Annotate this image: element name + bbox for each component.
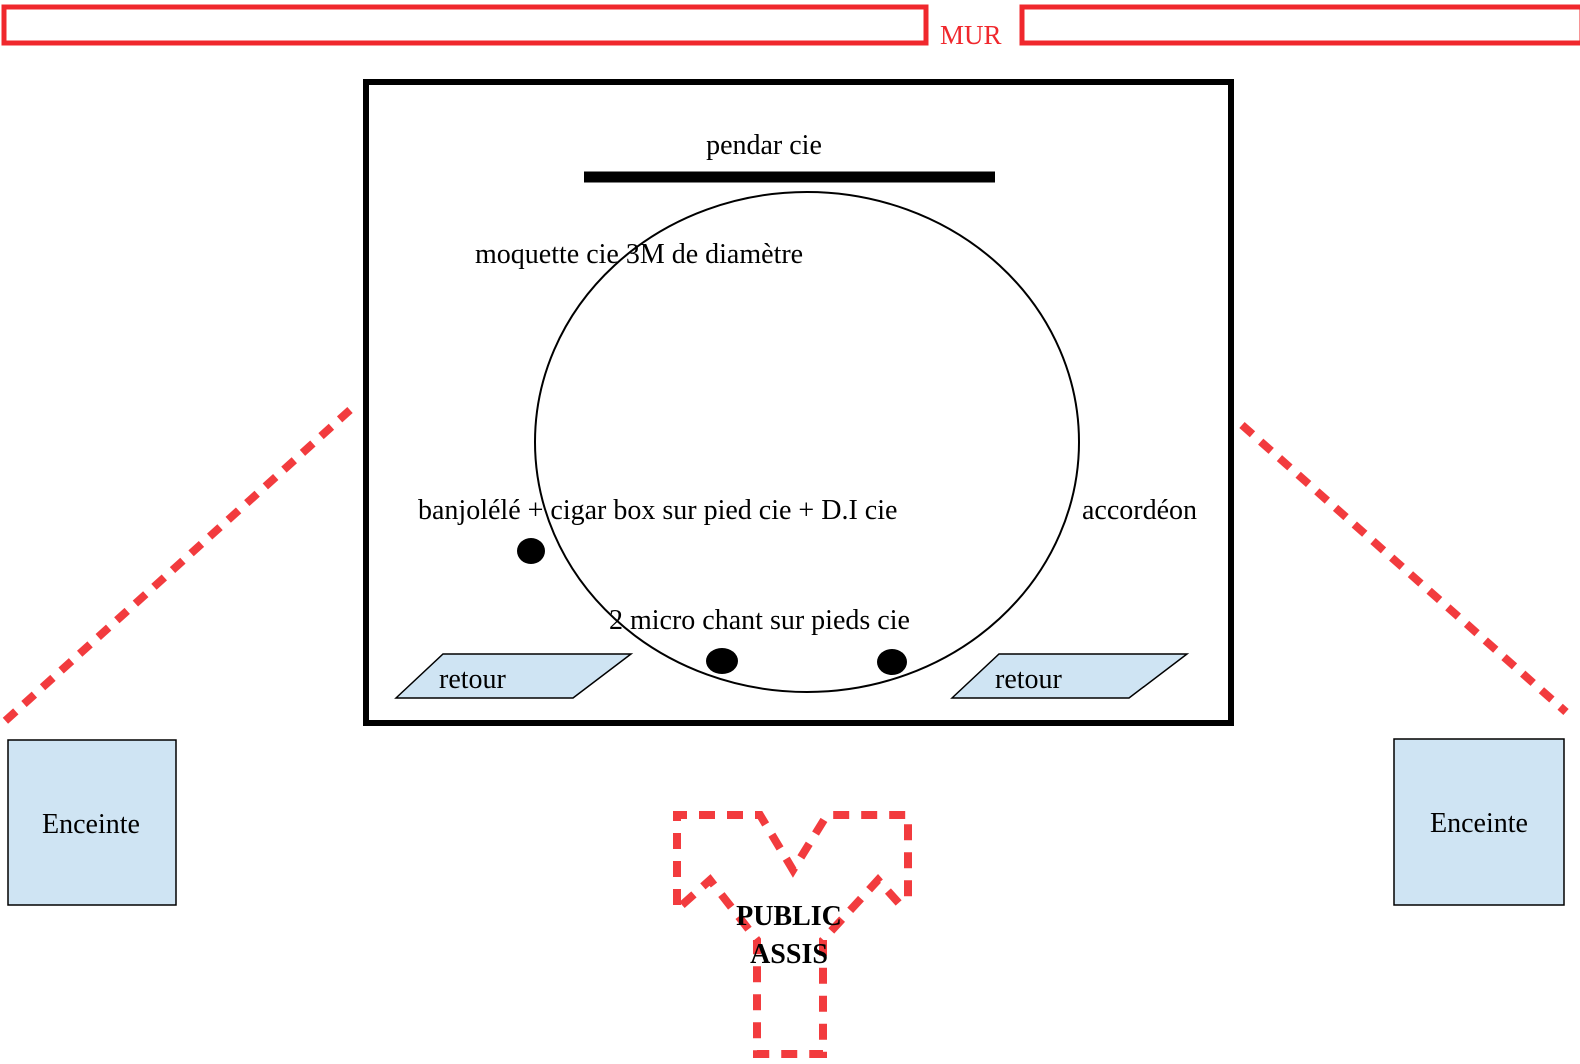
vocal-mic-dot-2 [877, 649, 907, 675]
wall-label: MUR [940, 20, 1002, 50]
wall: MUR [1, 4, 1580, 50]
audience-lower-outline [679, 874, 908, 1058]
instrument-left-label: banjolélé + cigar box sur pied cie + D.I… [418, 495, 897, 526]
speaker-right: Enceinte [1393, 738, 1565, 906]
monitor-right: retour [950, 653, 1190, 699]
instrument-right-label: accordéon [1082, 495, 1197, 526]
backdrop-label: pendar cie [706, 130, 822, 161]
wall-segment-right [1019, 4, 1580, 46]
vocal-mics-label: 2 micro chant sur pieds cie [609, 605, 910, 636]
audience-upper-outline [673, 811, 912, 905]
audience-seated: PUBLIC ASSIS [673, 811, 912, 1058]
instrument-stand-dot [517, 538, 545, 564]
vocal-mic-dot-1 [706, 648, 738, 674]
wall-segment-left [1, 4, 929, 46]
speaker-left-box [7, 739, 177, 906]
stage-outline [363, 79, 1234, 726]
speaker-right-label: Enceinte [1430, 808, 1528, 839]
monitor-left-label: retour [439, 664, 507, 695]
audience-label-line2: ASSIS [750, 939, 828, 970]
monitor-right-label: retour [995, 664, 1063, 695]
carpet-label: moquette cie 3M de diamètre [475, 239, 803, 270]
carpet-circle [534, 191, 1080, 693]
speaker-left: Enceinte [7, 739, 177, 906]
speaker-left-dispersion-line [1, 407, 353, 725]
monitor-left-shape [394, 653, 634, 699]
audience-label-line1: PUBLIC [736, 901, 842, 932]
monitor-right-shape [950, 653, 1190, 699]
monitor-left: retour [394, 653, 634, 699]
speaker-right-dispersion-line [1239, 422, 1569, 715]
speaker-right-box [1393, 738, 1565, 906]
speaker-left-label: Enceinte [42, 809, 140, 840]
